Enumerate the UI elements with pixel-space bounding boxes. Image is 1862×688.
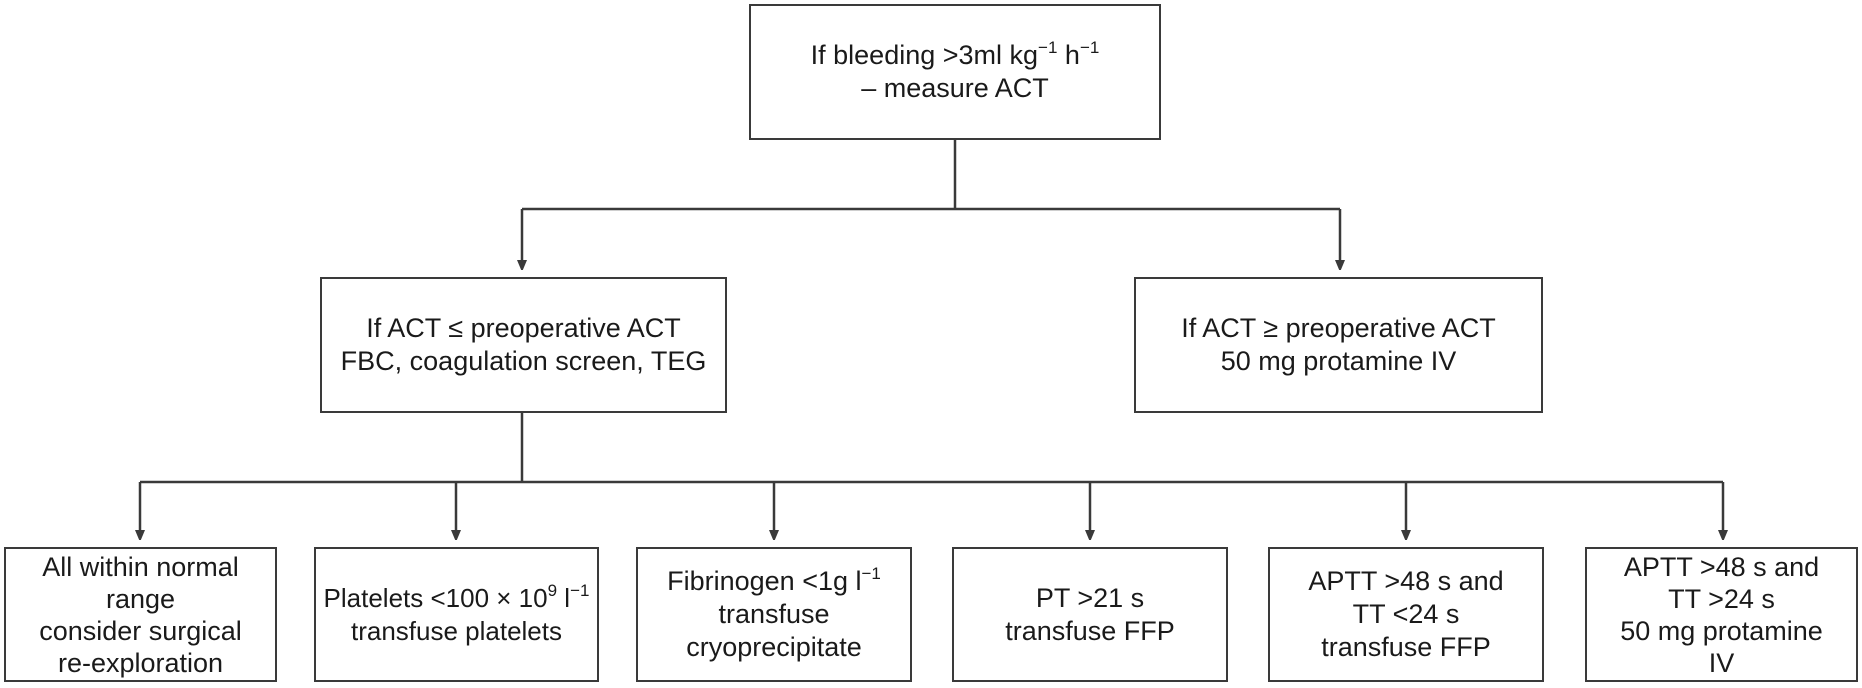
- low-act-line-1: If ACT ≤ preoperative ACT: [366, 313, 681, 343]
- pt-line-1: PT >21 s: [1035, 582, 1145, 613]
- fibrinogen-line-2: transfuse: [718, 599, 830, 629]
- aptt-high-line-2: TT >24 s: [1668, 583, 1775, 614]
- low-act-box: If ACT ≤ preoperative ACT FBC, coagulati…: [320, 277, 727, 413]
- normal-line-1: All within normal: [42, 551, 239, 582]
- normal-line-4: re-exploration: [57, 647, 224, 678]
- normal-line-2: range: [105, 583, 176, 614]
- normal-range-box: All within normal range consider surgica…: [4, 547, 277, 682]
- platelets-line-1: Platelets <100 × 109 l−1: [323, 580, 590, 613]
- aptt-low-line-3: transfuse FFP: [1321, 632, 1491, 662]
- high-act-line-2: 50 mg protamine IV: [1220, 346, 1457, 376]
- normal-line-3: consider surgical: [39, 615, 242, 646]
- root-line-2: – measure ACT: [861, 73, 1049, 103]
- aptt-low-line-2: TT <24 s: [1352, 599, 1460, 629]
- root-line-1: If bleeding >3ml kg−1 h−1: [810, 38, 1100, 70]
- aptt-low-tt-box: APTT >48 s and TT <24 s transfuse FFP: [1268, 547, 1544, 682]
- aptt-high-line-1: APTT >48 s and: [1623, 551, 1820, 582]
- pt-box: PT >21 s transfuse FFP: [952, 547, 1228, 682]
- pt-line-2: transfuse FFP: [1005, 615, 1175, 646]
- high-act-box: If ACT ≥ preoperative ACT 50 mg protamin…: [1134, 277, 1543, 413]
- low-act-line-2: FBC, coagulation screen, TEG: [340, 346, 707, 376]
- aptt-low-line-1: APTT >48 s and: [1308, 566, 1504, 596]
- aptt-high-line-3: 50 mg protamine: [1620, 615, 1823, 646]
- fibrinogen-box: Fibrinogen <1g l−1 transfuse cryoprecipi…: [636, 547, 912, 682]
- root-box: If bleeding >3ml kg−1 h−1 – measure ACT: [749, 4, 1161, 140]
- platelets-box: Platelets <100 × 109 l−1 transfuse plate…: [314, 547, 599, 682]
- high-act-line-1: If ACT ≥ preoperative ACT: [1181, 313, 1496, 343]
- platelets-line-2: transfuse platelets: [350, 615, 562, 646]
- aptt-high-tt-box: APTT >48 s and TT >24 s 50 mg protamine …: [1585, 547, 1858, 682]
- fibrinogen-line-1: Fibrinogen <1g l−1: [667, 564, 881, 596]
- aptt-high-line-4: IV: [1708, 647, 1735, 678]
- fibrinogen-line-3: cryoprecipitate: [686, 632, 862, 662]
